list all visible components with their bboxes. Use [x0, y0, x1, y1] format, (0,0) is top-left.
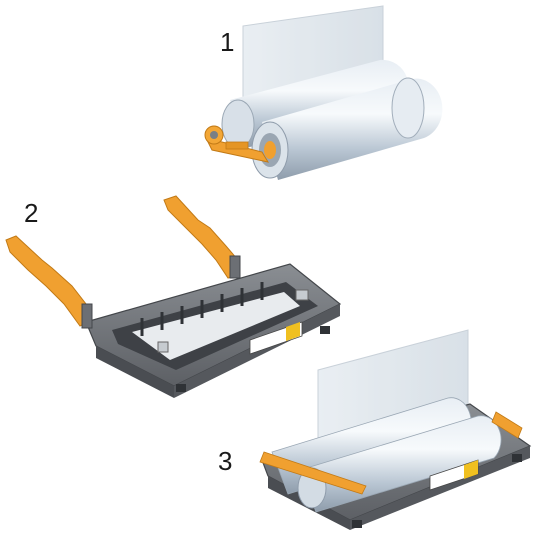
film-roll-assembly [204, 5, 443, 180]
orange-roll-clip [204, 125, 270, 163]
step-number-2: 2 [24, 198, 39, 228]
step-number-1: 1 [220, 27, 235, 57]
tray-label [249, 321, 303, 355]
cartridge-label [429, 459, 479, 491]
left-orange-arm [5, 235, 93, 329]
right-orange-arm [163, 195, 241, 279]
step-number-3: 3 [218, 446, 233, 476]
cassette-tray [5, 195, 342, 398]
assembled-cartridge [259, 329, 532, 530]
